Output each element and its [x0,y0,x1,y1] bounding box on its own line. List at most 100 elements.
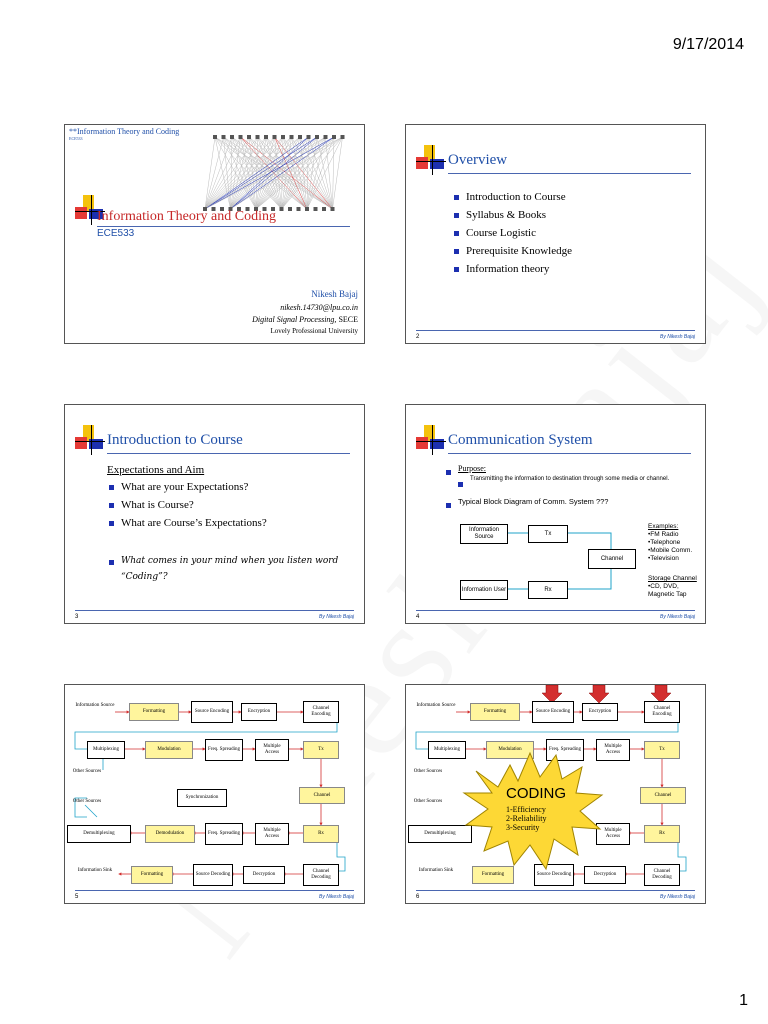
slide-4: Communication System Purpose: Transmitti… [405,404,706,624]
section-heading: Expectations and Aim [107,464,205,476]
bullet-list: What are your Expectations? What is Cour… [107,478,267,532]
list-item: What comes in your mind when you listen … [107,553,347,585]
list-item: Transmitting the information to destinat… [456,475,691,487]
list-item: Information theory [452,260,572,278]
label-info-sink: Information Sink [418,868,454,873]
block-freq-despreading: Freq. Spreading [205,823,243,845]
slide-number: 3 [75,614,79,620]
block-formatting-rx: Formatting [131,866,173,884]
slide-subtitle: ECE533 [97,228,135,239]
block-modulation: Modulation [486,741,534,759]
label-info-sink: Information Sink [77,868,113,873]
block-multiple-access: Multiple Access [596,739,630,761]
list-item: Syllabus & Books [452,206,572,224]
slide-author-credit: By Nikesh Bajaj [318,894,354,900]
block-demultiplexing: Demultiplexing [67,825,131,843]
slide-author-credit: By Nikesh Bajaj [659,894,695,900]
block-channel: Channel [588,549,636,569]
slide-number: 5 [75,894,79,900]
slide-author-credit: By Nikesh Bajaj [318,614,354,620]
slide-title: Information Theory and Coding [97,209,276,224]
slide-5: Information Source Formatting Source Enc… [64,684,365,904]
block-source-decoding: Source Decoding [534,864,574,886]
block-tx: Tx [528,525,568,543]
starburst-shape [462,751,604,871]
label-info-source: Information Source [75,703,115,708]
block-multiple-access-rx: Multiple Access [596,823,630,845]
label-other-sources: Other Sources [413,769,443,774]
title-rule [448,453,691,454]
slide-header: **Information Theory and Coding [69,127,180,136]
department: Digital Signal Processing, SECE [252,315,358,324]
coding-title: CODING [506,785,566,802]
label-other-sources: Other Sources [72,769,102,774]
slide-number: 2 [416,334,420,340]
block-multiple-access-rx: Multiple Access [255,823,289,845]
list-item: Typical Block Diagram of Comm. System ??… [444,496,608,508]
logo-icon [416,425,446,455]
slide-1: **Information Theory and Coding ECE533 I… [64,124,365,344]
slide-author-credit: By Nikesh Bajaj [659,334,695,340]
block-multiplexing: Multiplexing [87,741,125,759]
coding-list: 1-Efficiency 2-Reliability 3-Security [506,805,546,832]
block-formatting: Formatting [129,703,179,721]
slide-2: Overview Introduction to Course Syllabus… [405,124,706,344]
block-channel-encoding: Channel Encoding [303,701,339,723]
slide-title: Overview [448,152,508,168]
block-channel: Channel [640,787,686,804]
block-tx: Tx [303,741,339,759]
examples-block: Examples: •FM Radio •Telephone •Mobile C… [648,523,693,562]
title-rule [107,453,350,454]
title-rule [448,173,691,174]
block-demultiplexing: Demultiplexing [408,825,472,843]
block-formatting-rx: Formatting [472,866,514,884]
label-info-source: Information Source [416,703,456,708]
block-info-user: Information User [460,580,508,600]
label-other-sources: Other Sources [413,799,443,804]
block-rx: Rx [644,825,680,843]
bullet-list: Purpose: [444,463,486,475]
block-channel-decoding: Channel Decoding [644,864,680,886]
list-item: 1-Efficiency [506,805,546,814]
block-tx: Tx [644,741,680,759]
block-multiplexing: Multiplexing [428,741,466,759]
slide-code: ECE533 [69,136,83,141]
block-formatting: Formatting [470,703,520,721]
list-item: Prerequisite Knowledge [452,242,572,260]
block-channel-decoding: Channel Decoding [303,864,339,886]
slide-number: 4 [416,614,420,620]
page-number: 1 [739,992,748,1009]
slide-3: Introduction to Course Expectations and … [64,404,365,624]
label-other-sources: Other Sources [72,799,102,804]
title-rule [97,226,350,227]
bullet-list: Typical Block Diagram of Comm. System ??… [444,496,608,508]
list-item: 2-Reliability [506,814,547,823]
block-source-encoding: Source Encoding [532,701,574,723]
author-email: nikesh.14730@lpu.co.in [280,303,358,312]
logo-icon [75,195,105,225]
block-multiple-access: Multiple Access [255,739,289,761]
block-modulation: Modulation [145,741,193,759]
list-item: Course Logistic [452,224,572,242]
list-item: 3-Security [506,823,540,832]
list-item: What is Course? [107,496,267,514]
network-graphic [203,135,345,211]
page-date: 9/17/2014 [672,36,744,53]
author-name: Nikesh Bajaj [311,289,358,299]
block-encryption: Encryption [241,703,277,721]
block-synchronization: Synchronization [177,789,227,807]
block-source-encoding: Source Encoding [191,701,233,723]
block-channel-encoding: Channel Encoding [644,701,680,723]
storage-block: Storage Channel •CD, DVD, Magnetic Tap [648,575,697,598]
slide-title: Communication System [448,432,593,448]
block-info-source: Information Source [460,524,508,544]
block-freq-spreading: Freq. Spreading [205,739,243,761]
university: Lovely Professional University [270,327,359,335]
question-list: What comes in your mind when you listen … [107,553,347,585]
list-item: Introduction to Course [452,188,572,206]
bullet-list: Introduction to Course Syllabus & Books … [452,188,572,278]
list-item: What are Course’s Expectations? [107,514,267,532]
block-channel: Channel [299,787,345,804]
slide-6: Information Source Formatting Source Enc… [405,684,706,904]
slide-author-credit: By Nikesh Bajaj [659,614,695,620]
